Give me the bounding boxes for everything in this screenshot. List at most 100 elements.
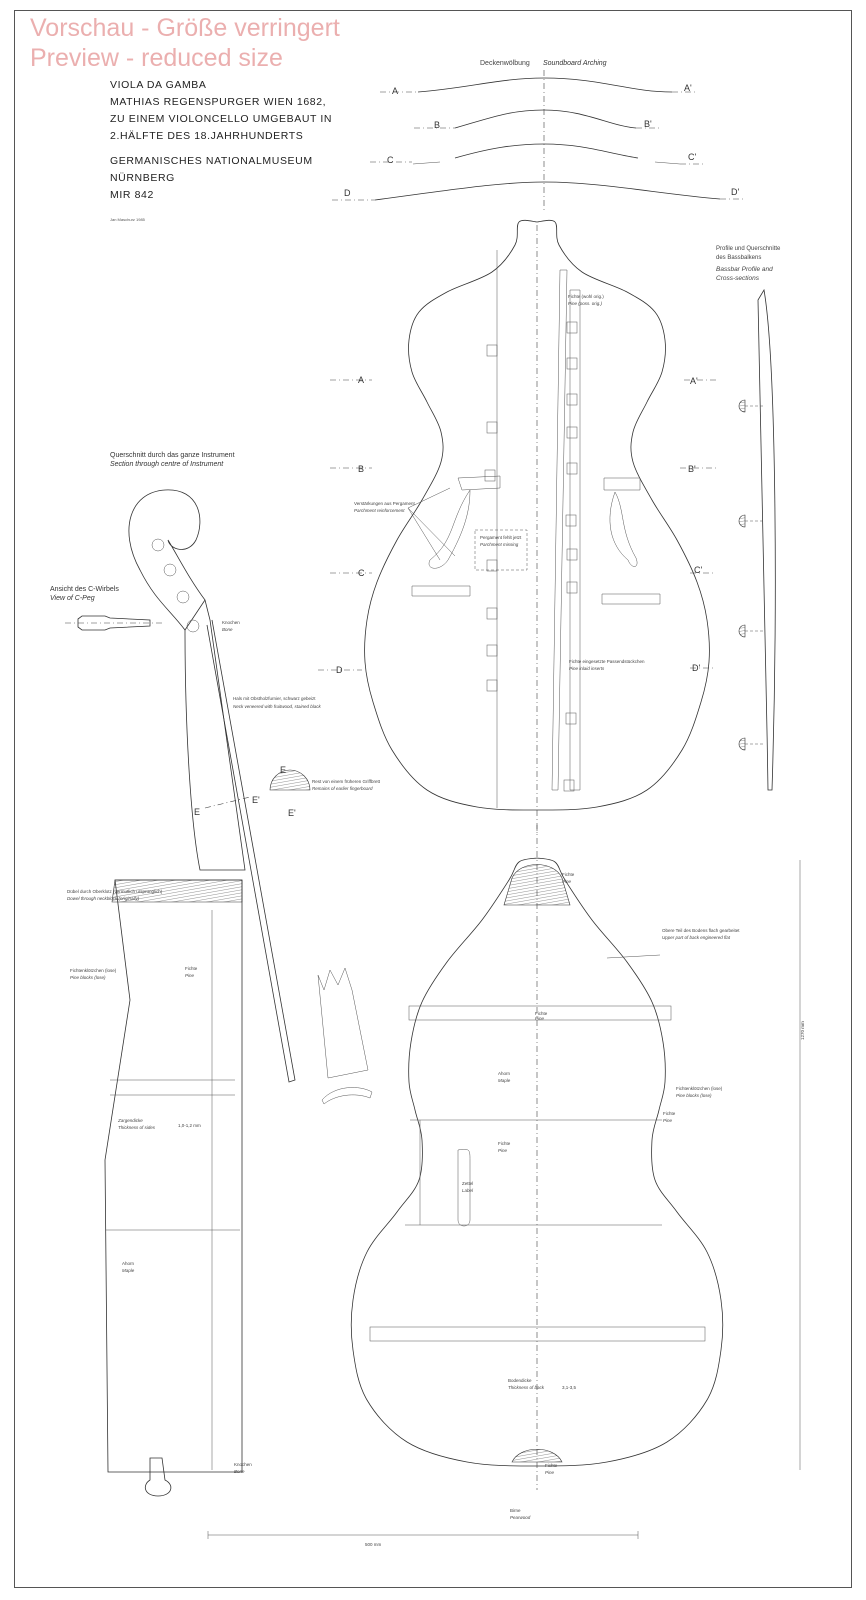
cross-section-label-e: E	[280, 765, 286, 775]
drawing-title: VIOLA DA GAMBA MATHIAS REGENSPURGER WIEN…	[110, 77, 332, 145]
watermark-line-2: Preview - reduced size	[30, 44, 283, 72]
reinforcement-patch	[566, 357, 578, 370]
neck	[184, 599, 246, 871]
neck-label-en: Neck veneered with fruitwood, stained bl…	[233, 704, 322, 709]
lower-block	[511, 1449, 563, 1463]
pine2-label-en: Pine	[498, 1148, 508, 1153]
section-label-b-prime: B'	[644, 119, 652, 129]
bassbar-title-en-2: Cross-sections	[716, 275, 760, 282]
drafter-note: Jan Maschurz 1985	[110, 217, 145, 222]
height-dimension-label: 1270 mm	[800, 1021, 805, 1040]
reinforcement-patch	[563, 779, 575, 792]
section-label-c: C	[387, 155, 394, 165]
top-pine-en: Pine	[562, 879, 572, 884]
dowel-label-de: Dübel durch Oberklotz (vermutlich ursprü…	[67, 889, 163, 894]
reinforcement-patch	[486, 644, 498, 657]
nut-label-de: Knochen	[222, 620, 240, 625]
reinforcement-patch	[486, 607, 498, 620]
peg-title-de: Ansicht des C-Wirbels	[50, 586, 119, 593]
reinforcement-patch	[486, 559, 498, 572]
museum-line: GERMANISCHES NATIONALMUSEUM	[110, 155, 313, 167]
reinforcement-patch	[566, 321, 578, 334]
pine2-label-de: Fichte	[498, 1141, 511, 1146]
inlays-label-en: Pine inlaid inserts	[569, 666, 605, 671]
pear-label-de: Birne	[510, 1508, 521, 1513]
back-bar-1	[408, 1005, 672, 1021]
pine-label-en: Pine	[535, 1016, 545, 1021]
reinforcement-patch	[566, 393, 578, 406]
side-maple-en: Maple	[122, 1268, 135, 1273]
bassbar-label-de: Fichte (wohl orig.)	[568, 294, 604, 299]
scale-bar: 500 mm 1270 mm	[207, 860, 805, 1547]
title-line: MATHIAS REGENSPURGER WIEN 1682,	[110, 96, 327, 108]
bottom-pine-en: Pine	[545, 1470, 555, 1475]
reinforcement-patch	[486, 344, 498, 357]
pear-label-en: Pearwood	[510, 1515, 531, 1520]
sides-thickness-en: Thickness of sides	[118, 1125, 156, 1130]
fingerboard-cross-section: E E' E E' Rest von einem früheren Griffb…	[194, 765, 381, 818]
top-pine-de: Fichte	[562, 872, 575, 877]
arch-curve-d	[374, 181, 721, 201]
front-label-a-prime: A'	[690, 376, 698, 386]
bottom-pine-de: Fichte	[545, 1463, 558, 1468]
parchment-missing-box	[474, 529, 528, 571]
arching-title-en: Soundboard Arching	[543, 60, 607, 67]
side-maple-de: Ahorn	[122, 1261, 135, 1266]
linings-label-de: Fichtenklötzchen (lose)	[676, 1086, 723, 1091]
reinforcement-patch	[486, 679, 498, 692]
back-upper-en: Upper part of back engineered flat	[662, 935, 731, 940]
endpin-label-en: Bone	[234, 1469, 245, 1474]
reinforcement-patch	[486, 421, 498, 434]
reinforcement-patch	[566, 581, 578, 594]
section-line-label-e-prime: E'	[252, 795, 260, 805]
sheet-border	[14, 10, 852, 1588]
side-pine-en: Pine	[185, 973, 195, 978]
reinforcement-patch	[565, 712, 577, 725]
neck-label-de: Hals mit Obstholzfurnier, schwarz gebeiz…	[233, 696, 316, 701]
parchment-missing-en: Parchment missing	[480, 542, 519, 547]
bridge-fragments	[317, 967, 373, 1105]
paper-label-de: Zettel	[462, 1181, 473, 1186]
front-label-b: B	[358, 464, 364, 474]
section-label-a: A	[392, 86, 398, 96]
section-title-de: Querschnitt durch das ganze Instrument	[110, 452, 235, 459]
nut-label-en: Bone	[222, 627, 233, 632]
side-linings-de: Fichtenklötzchen (lose)	[70, 968, 117, 973]
section-label-a-prime: A'	[684, 83, 692, 93]
side-pine-de: Fichte	[663, 1111, 676, 1116]
scale-bar-label: 500 mm	[365, 1542, 382, 1547]
bassbar-outline	[551, 269, 568, 791]
maple-label-de: Ahorn	[498, 1071, 511, 1076]
peg-view: Ansicht des C-Wirbels View of C-Peg	[50, 586, 165, 631]
paper-label-en: Label	[462, 1188, 474, 1193]
front-label-d: D	[336, 665, 343, 675]
museum-line: NÜRNBERG	[110, 172, 175, 184]
parchment-label-en: Parchment reinforcement	[354, 508, 405, 513]
sides-thickness-de: Zargendicke	[117, 1118, 143, 1123]
arch-curve-c	[454, 143, 639, 159]
section-label-b: B	[434, 120, 440, 130]
bassbar-title-en-1: Bassbar Profile and	[716, 266, 773, 273]
back-bar-2	[369, 1326, 706, 1342]
cross-section-label-e-prime: E'	[288, 808, 296, 818]
pine-label-de: Fichte	[535, 1011, 548, 1016]
parchment-missing-de: Pergament fehlt jetzt	[480, 535, 522, 540]
arching-title-de: Deckenwölbung	[480, 60, 530, 67]
front-label-c-prime: C'	[694, 565, 702, 575]
scroll	[128, 489, 206, 631]
bassbar-title-de-2: des Bassbalkens	[716, 255, 761, 261]
linings-label-en: Pine blocks (lose)	[676, 1093, 712, 1098]
fingerboard-remains-de: Rest von einem früheren Griffbrett	[312, 779, 381, 784]
c-peg	[77, 615, 151, 631]
reinforcement-patch	[565, 514, 577, 527]
label-outline	[457, 1149, 471, 1227]
bassbar-label-en: Pine (poss. orig.)	[568, 301, 603, 306]
watermark-line-1: Vorschau - Größe verringert	[30, 14, 340, 42]
title-line: 2.HÄLFTE DES 18.JAHRHUNDERTS	[110, 130, 304, 142]
side-linings-en: Pine blocks (lose)	[70, 975, 106, 980]
maple-label-en: Maple	[498, 1078, 511, 1083]
side-pine-de: Fichte	[185, 966, 198, 971]
parchment-label-de: Verstärkungen aus Pergament	[354, 501, 416, 506]
